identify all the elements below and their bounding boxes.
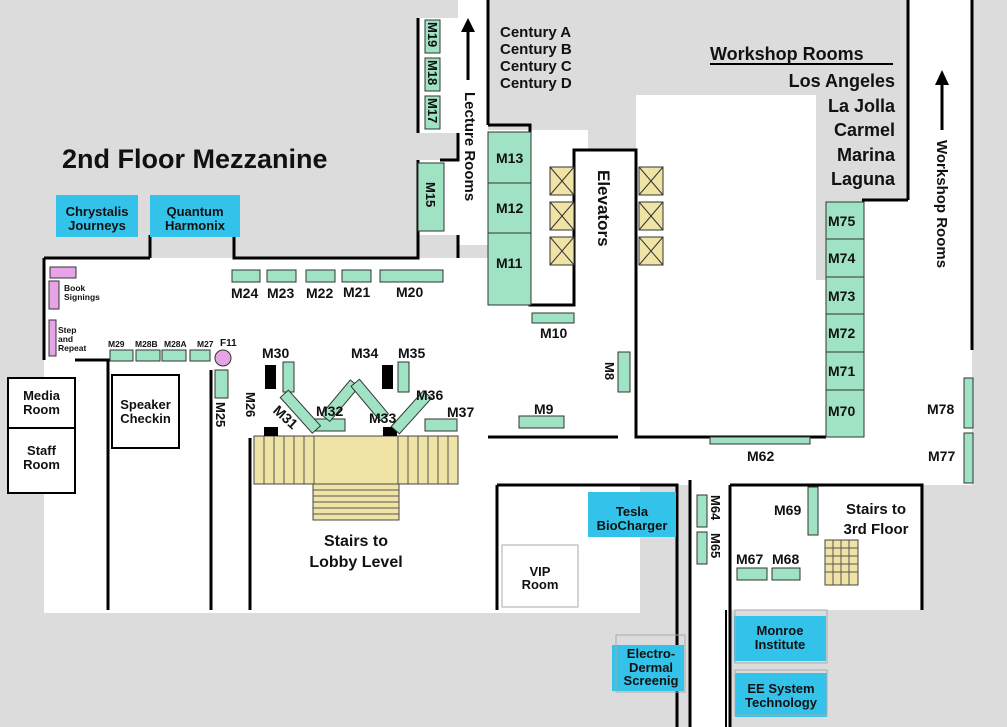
- booth-m72: M72: [828, 325, 856, 341]
- booth-m24: M24: [231, 285, 259, 301]
- workshop-carmel: Carmel: [833, 120, 895, 140]
- booth-m10: M10: [540, 325, 568, 341]
- workshop-heading: Workshop Rooms: [710, 44, 864, 64]
- map-title: 2nd Floor Mezzanine: [62, 144, 328, 174]
- media-room: Media Room: [23, 388, 60, 417]
- workshop-room-list: Los Angeles La Jolla Carmel Marina Lagun…: [789, 69, 895, 192]
- booth-m27: M27: [197, 339, 214, 349]
- century-c: Century C: [500, 58, 572, 75]
- exhibitor-monroe: Monroe Institute: [754, 623, 806, 652]
- exhibitor-chrystalis: Chrystalis Journeys: [65, 204, 129, 233]
- booth-m68: M68: [772, 551, 800, 567]
- step-and-repeat-label: Step and Repeat: [58, 325, 87, 353]
- exhibitor-quantum: Quantum Harmonix: [165, 204, 225, 233]
- booth-m32: M32: [316, 403, 344, 419]
- workshop-rooms-label: Workshop Rooms: [933, 140, 950, 269]
- booth-f11: F11: [220, 338, 237, 349]
- booth-m20: M20: [396, 284, 424, 300]
- exhibitor-boxes: [56, 195, 827, 717]
- booth-m77: M77: [928, 448, 956, 464]
- stairs-3rd-label: Stairs to 3rd Floor: [843, 501, 909, 538]
- booths: [109, 19, 974, 581]
- book-signings-label: Book Signings: [64, 283, 100, 302]
- booth-m21: M21: [343, 284, 371, 300]
- booth-m36: M36: [416, 387, 444, 403]
- century-d: Century D: [500, 75, 572, 92]
- workshop-laguna: Laguna: [830, 169, 895, 189]
- booth-m22: M22: [306, 285, 334, 301]
- arrow-icons: [461, 18, 949, 130]
- booth-m15: M15: [423, 182, 438, 208]
- exhibitor-frames: [501, 544, 828, 716]
- speaker-checkin: Speaker Checkin: [120, 397, 171, 426]
- booth-m30: M30: [262, 345, 290, 361]
- century-b: Century B: [500, 41, 572, 58]
- stairs-lobby-label: Stairs to Lobby Level: [309, 533, 403, 571]
- workshop-marina: Marina: [836, 144, 895, 165]
- booth-m65: M65: [708, 533, 723, 559]
- booth-m70: M70: [828, 403, 856, 419]
- booth-m11: M11: [496, 255, 523, 271]
- vip-room: VIP Room: [521, 564, 559, 592]
- elevator-boxes: [549, 166, 664, 266]
- booth-m62: M62: [747, 448, 775, 464]
- booth-m64: M64: [708, 495, 723, 521]
- century-rooms: Century A Century B Century C Century D: [500, 24, 572, 92]
- booth-m28b: M28B: [135, 339, 158, 349]
- booth-m23: M23: [267, 285, 295, 301]
- booth-m35: M35: [398, 345, 426, 361]
- booth-m71: M71: [828, 363, 856, 379]
- lecture-rooms-label: Lecture Rooms: [461, 92, 478, 202]
- century-a: Century A: [500, 24, 572, 41]
- stairs-3rd: [824, 539, 859, 586]
- booth-m17: M17: [425, 98, 440, 124]
- booth-m28a: M28A: [164, 339, 187, 349]
- booth-m18: M18: [425, 60, 440, 86]
- booth-m26: M26: [243, 392, 258, 418]
- booth-m78: M78: [927, 401, 955, 417]
- booth-m37: M37: [447, 404, 475, 420]
- booth-m12: M12: [496, 200, 524, 216]
- elevators-label: Elevators: [594, 170, 613, 247]
- booth-m33: M33: [369, 410, 397, 426]
- booth-m9: M9: [534, 401, 554, 417]
- booth-m73: M73: [828, 288, 856, 304]
- exhibitor-electro: Electro- Dermal Screenig: [623, 646, 679, 689]
- booth-m29: M29: [108, 339, 125, 349]
- booth-m34: M34: [351, 345, 379, 361]
- booth-m19: M19: [425, 22, 440, 48]
- exhibitor-ee-system: EE System Technology: [745, 681, 817, 710]
- workshop-los-angeles: Los Angeles: [788, 71, 895, 91]
- stairs-lobby: [253, 365, 459, 521]
- booth-m74: M74: [828, 250, 856, 266]
- booth-m25: M25: [213, 402, 228, 428]
- booth-m75: M75: [828, 213, 856, 229]
- exhibitor-tesla: Tesla BioCharger: [596, 504, 668, 533]
- booth-m69: M69: [774, 502, 802, 518]
- booth-m67: M67: [736, 551, 764, 567]
- workshop-la-jolla: La Jolla: [827, 95, 895, 116]
- booth-m13: M13: [496, 150, 524, 166]
- booth-m8: M8: [602, 362, 617, 381]
- pink-markers: [48, 266, 232, 367]
- staff-room: Staff Room: [23, 443, 60, 472]
